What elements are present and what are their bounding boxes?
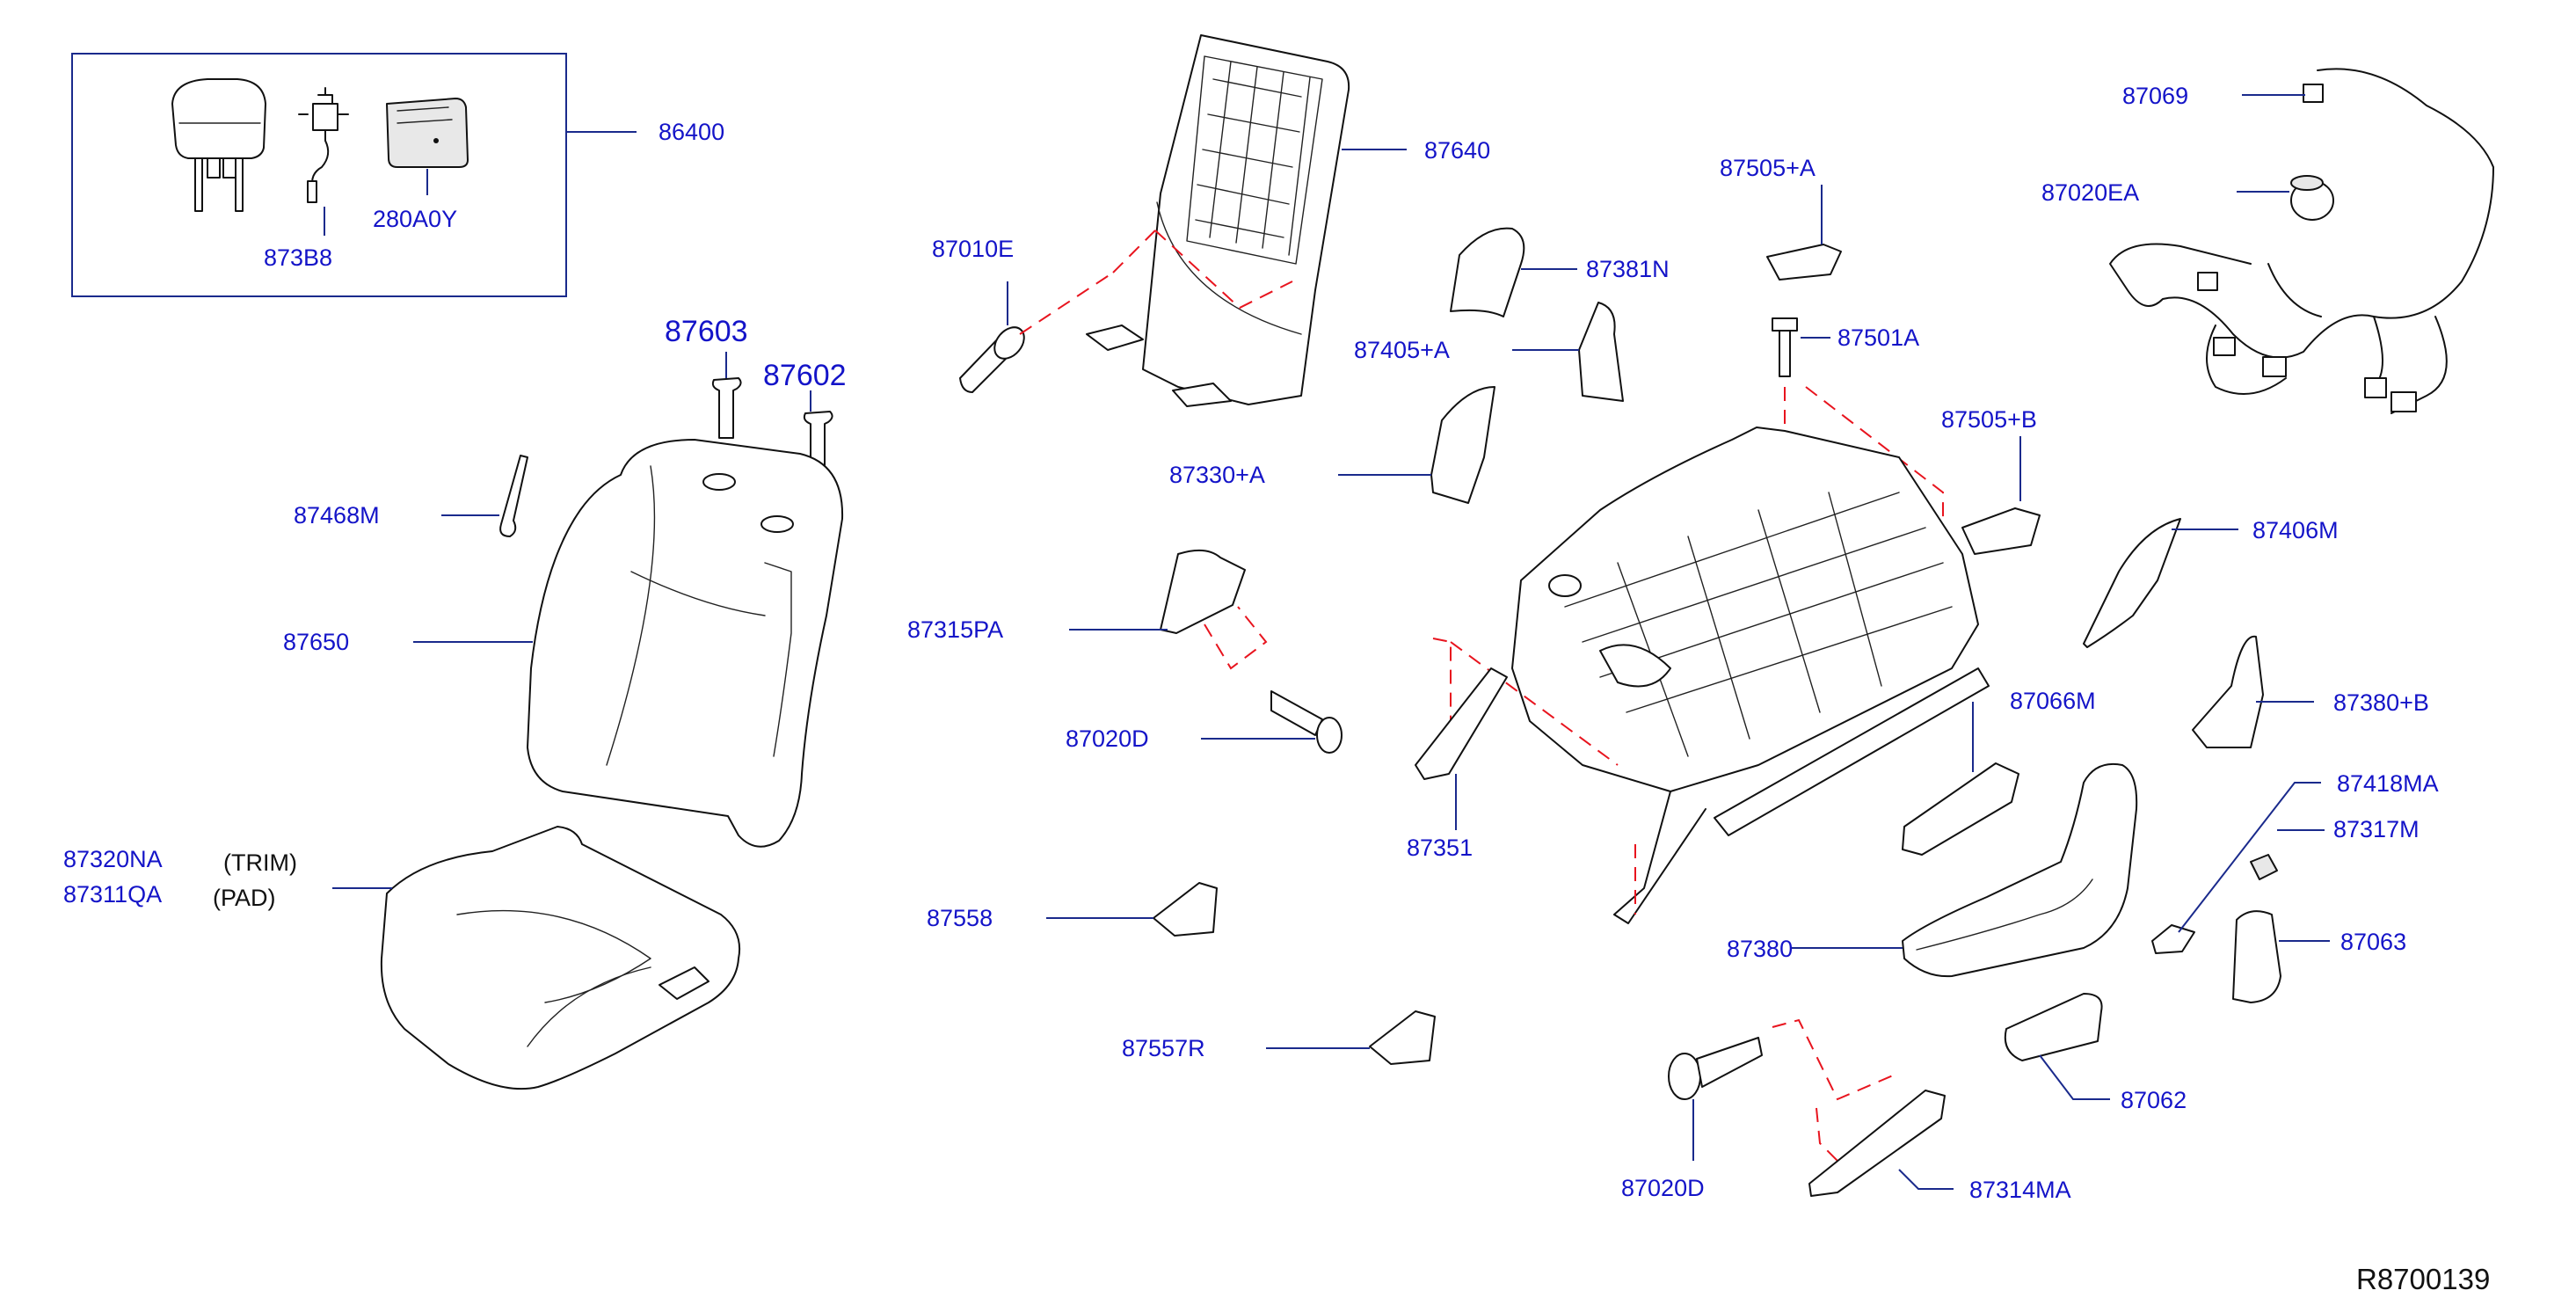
label-87351: 87351 (1407, 835, 1473, 861)
label-87380B: 87380+B (2333, 689, 2429, 716)
seatback-frame-drawing (1142, 34, 1350, 405)
label-87406M: 87406M (2252, 517, 2339, 543)
cover-87314MA-drawing (1808, 1090, 1946, 1197)
label-87650: 87650 (283, 629, 349, 655)
bolt-87501A-drawing (1772, 317, 1798, 332)
rail-87351-drawing (1415, 667, 1508, 780)
label-87010E: 87010E (932, 236, 1014, 262)
clip-87020EA-group: 87020EA (2041, 175, 2334, 221)
label-280A0Y: 280A0Y (373, 206, 457, 232)
label-87020EA: 87020EA (2041, 179, 2139, 206)
harness-87069-drawing (2109, 68, 2494, 359)
guide-87603-drawing (711, 377, 742, 439)
headrest-sensor-drawing (298, 87, 349, 203)
label-86400: 86400 (659, 119, 724, 145)
cover-87062-group: 87062 (2004, 993, 2187, 1113)
label-87468M: 87468M (294, 502, 380, 529)
cover-87505A-drawing (1766, 244, 1842, 281)
cover-87505B-group: 87505+B (1941, 406, 2041, 555)
clip-87557R-group: 87557R (1122, 1010, 1436, 1065)
cover-87381N-group: 87381N (1450, 227, 1670, 317)
label-87505A: 87505+A (1720, 155, 1816, 181)
label-87311QA: 87311QA (63, 881, 162, 908)
cover-87062-drawing (2004, 993, 2103, 1061)
screw-87020D-b-drawing (1668, 1053, 1701, 1100)
cover-87330A-drawing (1430, 386, 1495, 504)
harness-87069-group: 87069 (2109, 68, 2494, 414)
cover-87314MA-group: 87314MA (1808, 1090, 2071, 1203)
label-87317M: 87317M (2333, 816, 2420, 842)
cover-87505B-drawing (1961, 507, 2041, 555)
headrest-kit-box (71, 53, 567, 297)
label-87330A: 87330+A (1169, 462, 1265, 488)
cover-87406M-group: 87406M (2083, 517, 2339, 648)
cover-87406M-drawing (2083, 518, 2181, 648)
bracket-87315PA-drawing (1160, 549, 1246, 634)
cover-87405A-group: 87405+A (1354, 302, 1624, 402)
cover-87405A-drawing (1578, 302, 1624, 402)
sidecover-87380-group: 87380 (1727, 763, 2138, 978)
clip-87558-drawing (1153, 882, 1218, 937)
seat-cushion-group: 87320NA (TRIM) 87311QA (PAD) (63, 826, 740, 1090)
cover-87063-group: 87063 (2232, 910, 2406, 1003)
label-87020D-b: 87020D (1621, 1175, 1705, 1201)
label-87557R: 87557R (1122, 1035, 1205, 1061)
screw-87020D-b-group: 87020D (1621, 1018, 1900, 1201)
knob-87418MA-group: 87418MA (2151, 770, 2439, 954)
seat-cushion-drawing (380, 826, 740, 1090)
bracket-87315PA-group: 87315PA 87020D (907, 549, 1343, 754)
label-87405A: 87405+A (1354, 337, 1450, 363)
cover-87063-drawing (2232, 910, 2281, 1003)
label-trim: (TRIM) (223, 849, 297, 876)
cover-87381N-drawing (1450, 227, 1525, 317)
seatback-frame-group: 87640 (1086, 34, 1490, 407)
seatback-trim-group: 87650 (283, 439, 844, 848)
seat-frame-drawing (1511, 426, 1979, 792)
module-drawing (386, 98, 469, 168)
label-87418MA: 87418MA (2337, 770, 2439, 797)
label-87505B: 87505+B (1941, 406, 2037, 433)
label-87602: 87602 (763, 359, 847, 392)
knob-87317M-group: 87317M (2250, 816, 2420, 880)
diagram-reference: R8700139 (2356, 1263, 2490, 1295)
label-87380: 87380 (1727, 936, 1793, 962)
cover-87330A-group: 87330+A (1169, 386, 1495, 504)
knob-87317M-drawing (2250, 854, 2278, 880)
sidecover-87380-drawing (1902, 763, 2138, 978)
label-87558: 87558 (927, 905, 993, 931)
label-873B8: 873B8 (264, 244, 332, 271)
label-87020D-a: 87020D (1066, 725, 1149, 752)
label-87315PA: 87315PA (907, 616, 1003, 643)
cover-87380B-group: 87380+B (2192, 635, 2429, 748)
clip-87468M-group: 87468M (294, 455, 528, 537)
headrest-drawing (171, 78, 266, 212)
label-87063: 87063 (2340, 929, 2406, 955)
switch-87066M-group: 87066M (1902, 688, 2096, 856)
label-87066M: 87066M (2010, 688, 2096, 714)
label-87320NA: 87320NA (63, 846, 163, 872)
cover-87505A-group: 87505+A (1720, 155, 1842, 281)
clip-87468M-drawing (499, 455, 528, 537)
clip-87558-group: 87558 (927, 882, 1218, 937)
switch-87066M-drawing (1902, 762, 2019, 856)
knob-87418MA-drawing (2151, 924, 2195, 954)
seatback-trim-drawing (527, 439, 844, 848)
label-87381N: 87381N (1586, 256, 1670, 282)
label-87603: 87603 (665, 315, 748, 348)
label-pad: (PAD) (213, 885, 276, 911)
headrest-kit-group: 86400 873B8 280A0Y (71, 53, 724, 297)
label-87314MA: 87314MA (1969, 1177, 2071, 1203)
seat-frame-group: 87351 (1407, 426, 1990, 924)
label-87640: 87640 (1424, 137, 1490, 164)
screw-87020D-drawing (1270, 690, 1323, 736)
label-87501A: 87501A (1837, 324, 1919, 351)
label-87069: 87069 (2122, 83, 2188, 109)
clip-87557R-drawing (1369, 1010, 1436, 1065)
headrest-guides-group: 87603 87602 (665, 315, 847, 474)
pin-87010E-group: 87010E (932, 230, 1293, 393)
label-87062: 87062 (2121, 1087, 2187, 1113)
cover-87380B-drawing (2192, 635, 2264, 748)
